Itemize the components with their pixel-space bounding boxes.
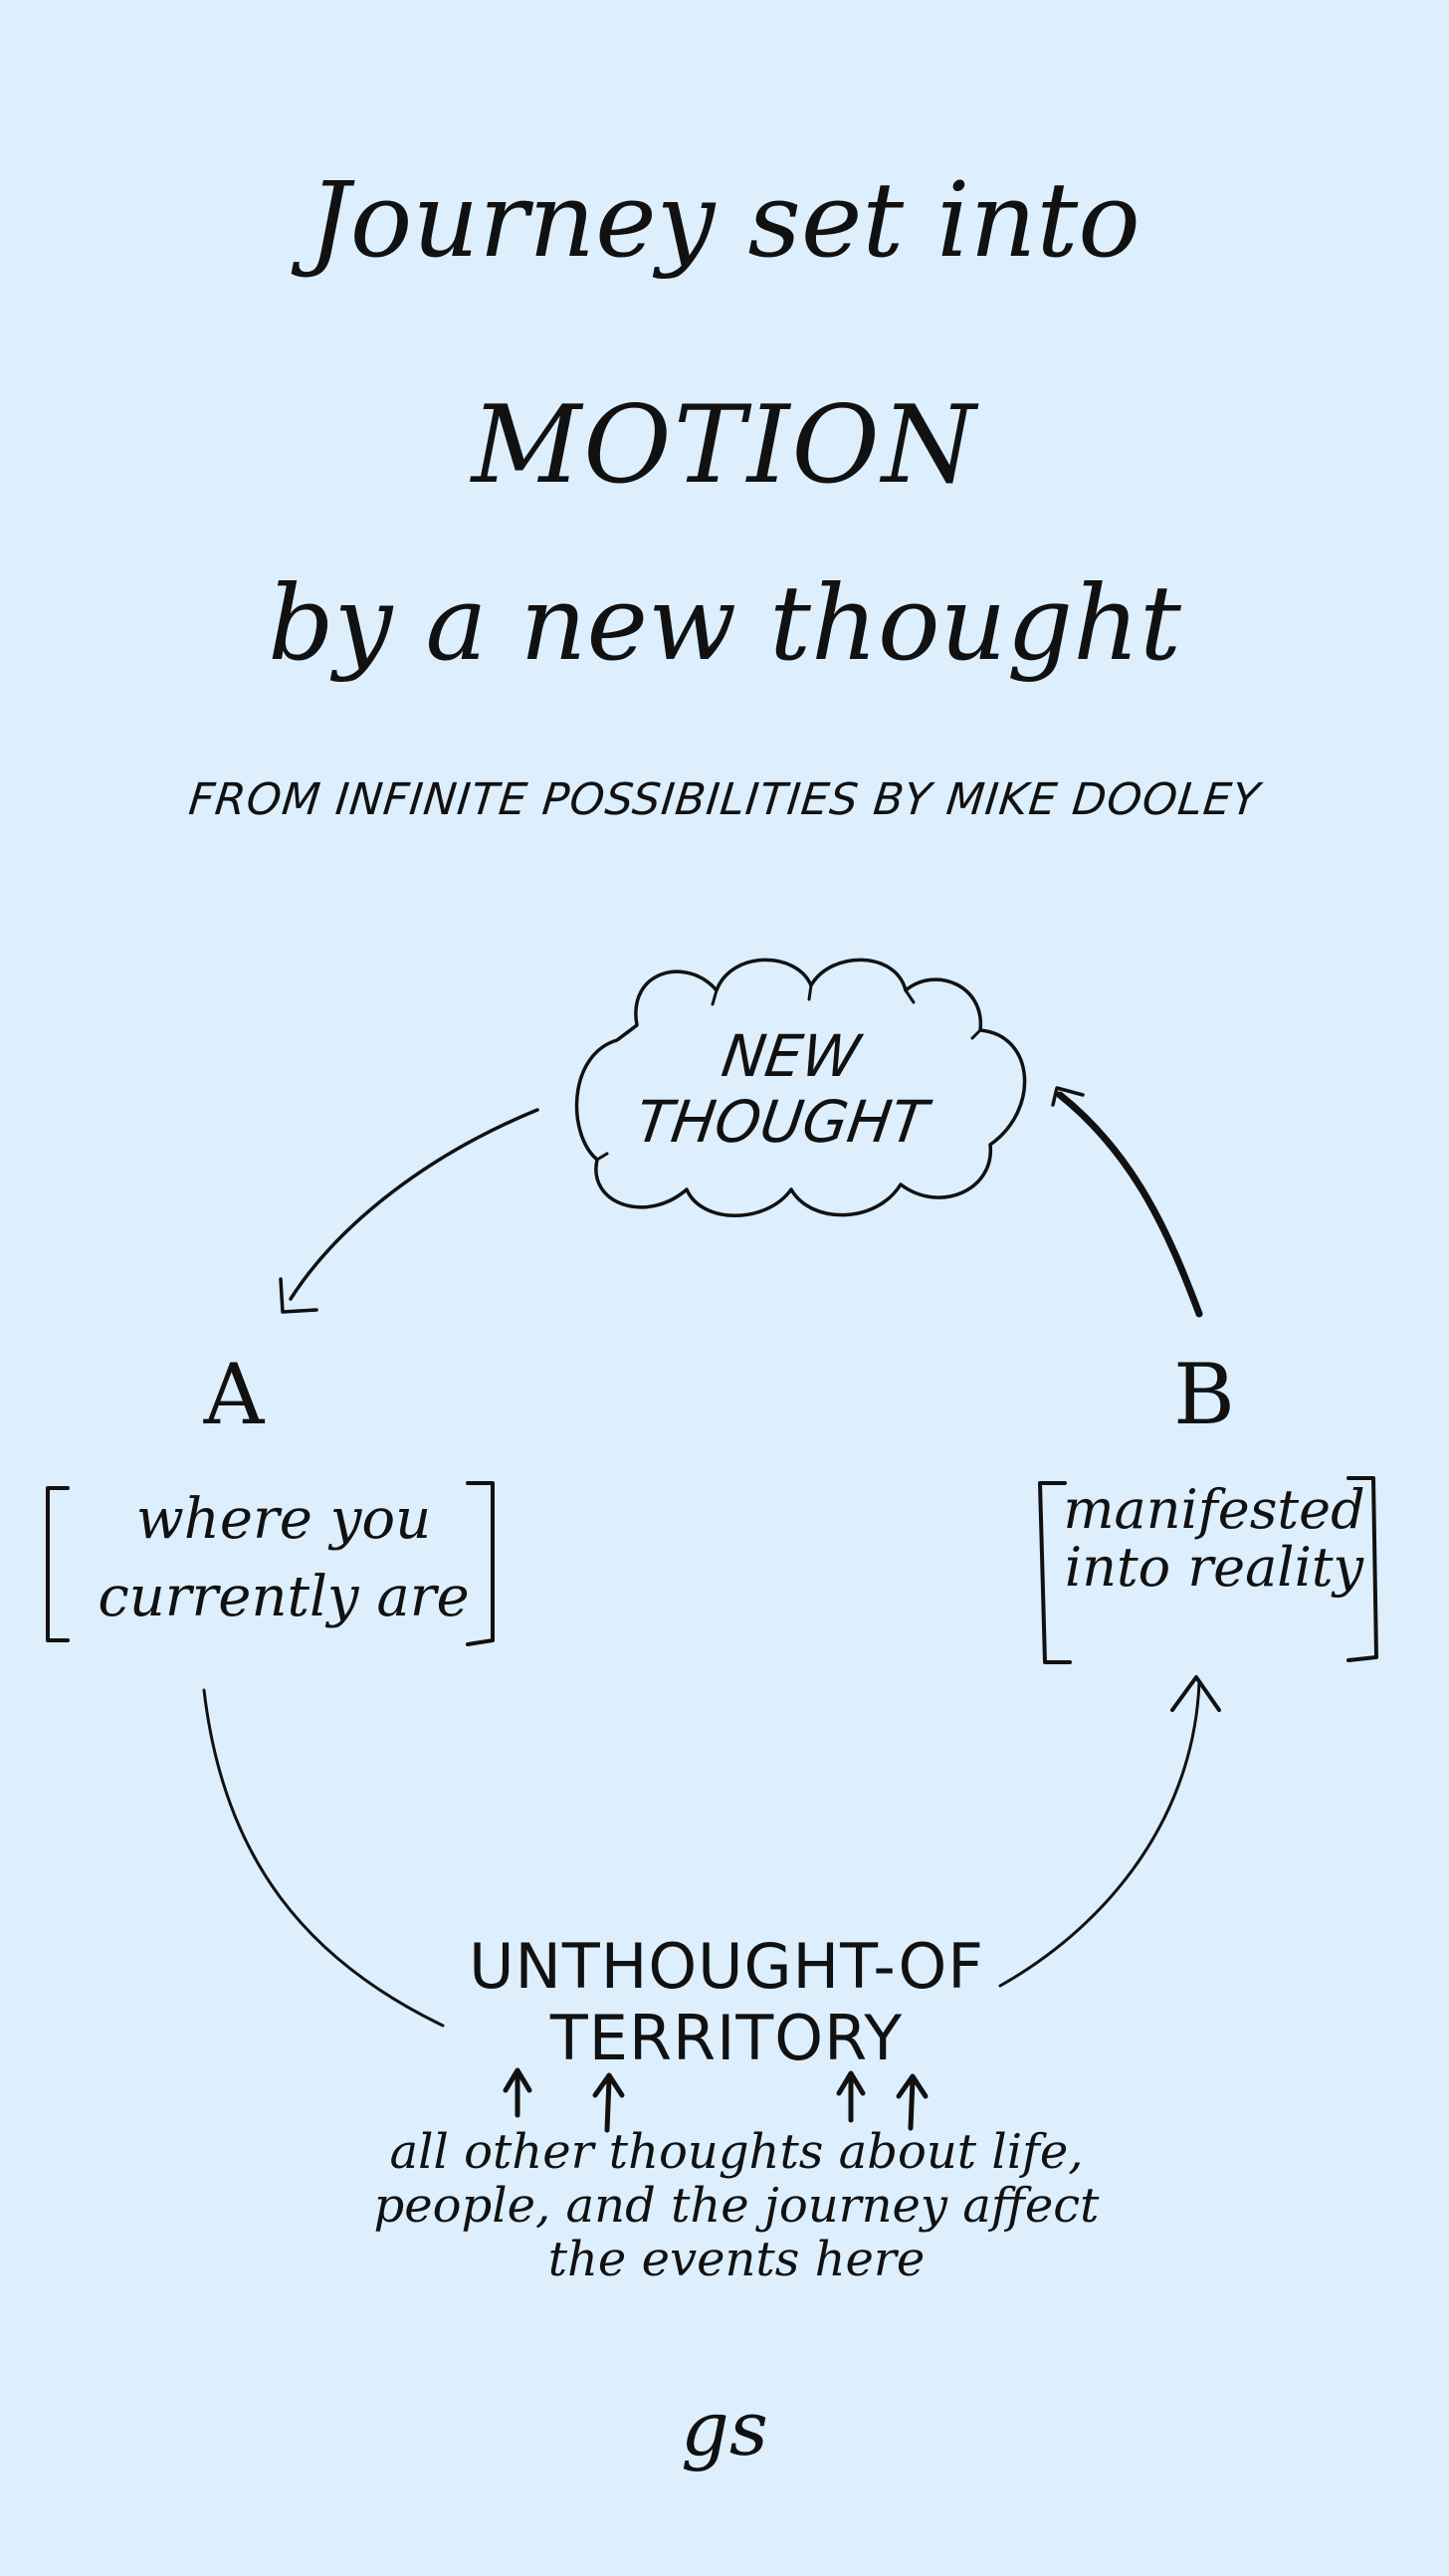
territory-note: all other thoughts about life, people, a… — [373, 2124, 1100, 2287]
bracket-b-right — [1346, 1476, 1378, 1662]
arrow-to-cloud — [1056, 1091, 1203, 1318]
title-line-3: by a new thought — [268, 562, 1181, 684]
point-a-letter: A — [203, 1346, 265, 1443]
arrow-to-a — [289, 1108, 539, 1301]
bracket-a-left — [46, 1486, 70, 1642]
upward-arrows — [503, 2067, 929, 2133]
thought-cloud — [574, 958, 1027, 1217]
territory-label: UNTHOUGHT-OF TERRITORY — [469, 1930, 984, 2074]
point-b-text: manifested into reality — [1063, 1478, 1365, 1599]
arc-a-to-territory — [202, 1688, 445, 2028]
point-a-text: where you currently are — [98, 1487, 470, 1629]
bracket-b-left — [1038, 1481, 1072, 1664]
signature: gs — [681, 2384, 768, 2472]
bracket-a-right — [466, 1481, 495, 1646]
point-b-letter: B — [1173, 1346, 1235, 1443]
new-thought-label: NEW THOUGHT — [632, 1022, 932, 1156]
arc-territory-to-b — [998, 1680, 1201, 1988]
title-line-1: Journey set into — [309, 159, 1140, 281]
title-line-2: MOTION — [471, 383, 978, 508]
